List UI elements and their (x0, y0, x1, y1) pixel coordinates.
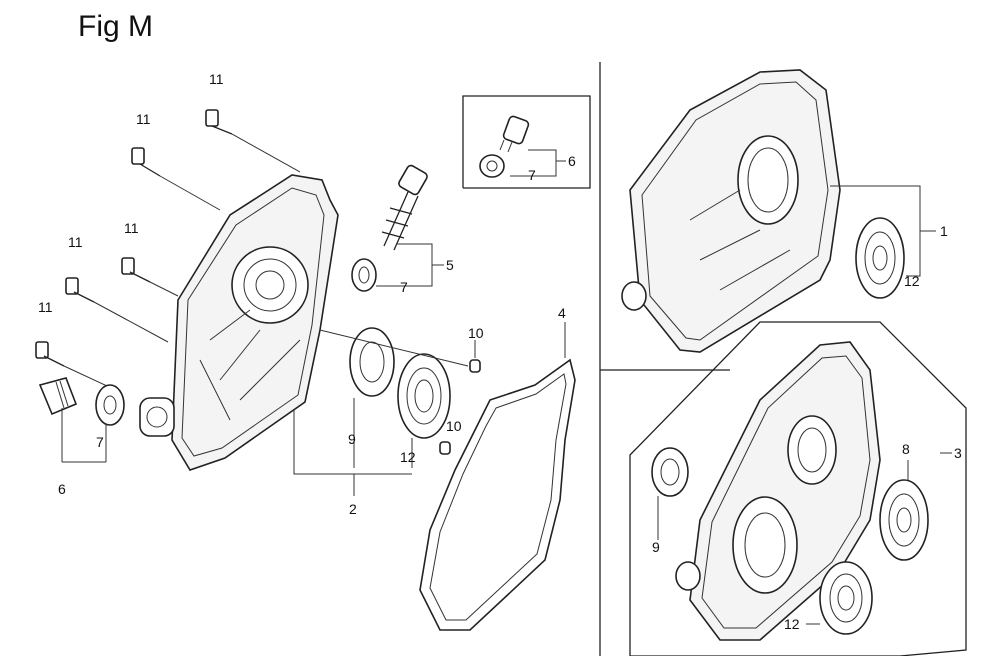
callout-6-left: 6 (58, 481, 66, 497)
callout-11-c: 11 (124, 220, 139, 236)
bearing-12-left (397, 353, 451, 439)
oil-seal-9-bottom-right (651, 447, 689, 497)
callout-11-e: 11 (38, 299, 53, 315)
figure-title: Fig M (78, 10, 153, 43)
bearing-12-top-right (855, 217, 905, 299)
callout-12-bottom-right: 12 (784, 616, 800, 632)
bolt-11-d (65, 277, 169, 343)
oil-seal-9-left (349, 327, 395, 397)
inset-washer-7 (479, 154, 505, 178)
callout-11-b: 11 (136, 111, 151, 127)
drain-plug-boss (139, 397, 175, 437)
oil-filler-cap-5 (381, 164, 428, 251)
dowel-pin-10-b (439, 441, 451, 455)
callout-11-a: 11 (209, 71, 224, 87)
callout-12-top-right: 12 (904, 273, 920, 289)
callout-9-bottom-right: 9 (652, 539, 660, 555)
bolt-11-c (121, 257, 179, 297)
gasket-4 (419, 358, 576, 631)
crankcase-assembly-3 (675, 341, 881, 641)
washer-7-left (95, 384, 125, 426)
callout-2: 2 (349, 501, 357, 517)
callout-1: 1 (940, 223, 948, 239)
callout-7-left: 7 (96, 434, 104, 450)
bearing-12-bottom-right (819, 561, 873, 635)
bearing-8-bottom-right (879, 479, 929, 561)
callout-11-d: 11 (68, 234, 83, 250)
inset-filler-cap-6 (499, 115, 530, 153)
callout-5: 5 (446, 257, 454, 273)
seal-7-mid (351, 258, 377, 292)
callout-10-a: 10 (468, 325, 484, 341)
callout-10-b: 10 (446, 418, 462, 434)
callout-8: 8 (902, 441, 910, 457)
crankcase-cover-left (139, 174, 339, 471)
crankcase-assembly-1 (621, 69, 841, 353)
callout-3: 3 (954, 445, 962, 461)
callout-9-left: 9 (348, 431, 356, 447)
drain-plug-6 (38, 377, 78, 416)
dowel-pin-10-a (469, 359, 481, 373)
callout-6-inset: 6 (568, 153, 576, 169)
inset-box (462, 95, 591, 189)
bolt-11-b (131, 147, 221, 211)
callout-7-inset: 7 (528, 167, 536, 183)
assembly-3-outline (629, 321, 967, 656)
callout-12-left: 12 (400, 449, 416, 465)
bolt-11-a (205, 109, 301, 173)
callout-7-mid: 7 (400, 279, 408, 295)
bolt-11-e (35, 341, 121, 393)
callout-4: 4 (558, 305, 566, 321)
